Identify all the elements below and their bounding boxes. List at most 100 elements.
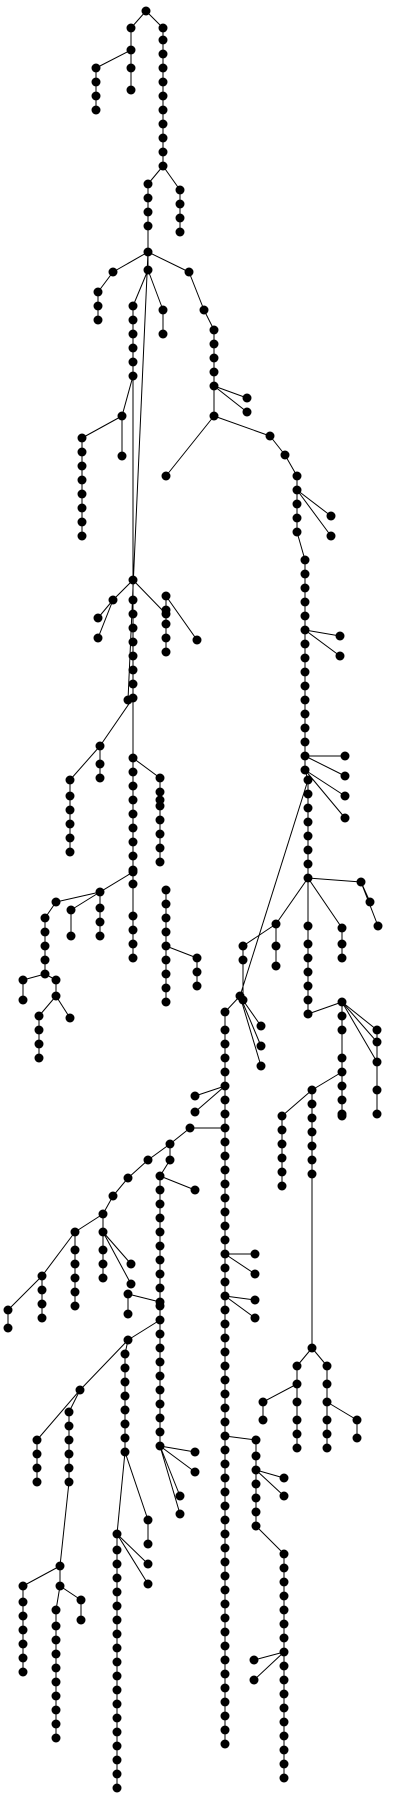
tree-node — [18, 1625, 28, 1635]
tree-node — [75, 1385, 85, 1395]
tree-node — [143, 1579, 153, 1589]
tree-node — [128, 939, 138, 949]
tree-node — [112, 1713, 122, 1723]
tree-node — [220, 1221, 230, 1231]
tree-node — [123, 1289, 133, 1299]
tree-node — [158, 329, 168, 339]
tree-edge — [132, 269, 149, 307]
tree-node — [51, 991, 61, 1001]
tree-edge — [281, 1089, 313, 1117]
tree-edge — [194, 1085, 226, 1097]
tree-node — [128, 953, 138, 963]
tree-node — [141, 6, 151, 16]
tree-node — [209, 381, 219, 391]
tree-node — [307, 1141, 317, 1151]
tree-node — [65, 805, 75, 815]
tree-edge — [326, 1401, 358, 1421]
tree-node — [95, 903, 105, 913]
tree-node — [326, 531, 336, 541]
tree-node — [300, 667, 310, 677]
tree-edge — [224, 1295, 256, 1301]
tree-edge — [159, 1445, 181, 1515]
tree-node — [184, 267, 194, 277]
tree-node — [112, 1671, 122, 1681]
tree-node — [279, 1577, 289, 1587]
tree-node — [112, 1699, 122, 1709]
tree-edge — [127, 1319, 161, 1341]
tree-node — [279, 1773, 289, 1783]
tree-edge — [304, 629, 341, 657]
tree-node — [128, 767, 138, 777]
tree-node — [128, 781, 138, 791]
tree-edge — [159, 1175, 196, 1191]
tree-node — [64, 1477, 74, 1487]
tree-node — [303, 817, 313, 827]
tree-node — [161, 633, 171, 643]
tree-node — [34, 1011, 44, 1021]
tree-edge — [36, 1389, 81, 1441]
tree-node — [220, 1123, 230, 1133]
tree-node — [18, 1597, 28, 1607]
tree-edge — [159, 1445, 196, 1453]
tree-node — [322, 1443, 332, 1453]
tree-node — [303, 831, 313, 841]
tree-edges — [7, 10, 379, 1788]
tree-node — [158, 147, 168, 157]
tree-node — [66, 905, 76, 915]
tree-node — [220, 1291, 230, 1301]
tree-node — [155, 1185, 165, 1195]
tree-edge — [304, 629, 341, 637]
tree-node — [303, 1009, 313, 1019]
tree-node — [185, 1123, 195, 1133]
tree-edge — [239, 995, 262, 1067]
tree-node — [209, 353, 219, 363]
tree-node — [161, 591, 171, 601]
tree-node — [209, 411, 219, 421]
tree-node — [65, 1013, 75, 1023]
tree-node — [303, 859, 313, 869]
tree-node — [372, 1109, 382, 1119]
tree-node — [340, 751, 350, 761]
tree-edge — [239, 779, 309, 997]
tree-edge — [97, 599, 114, 639]
tree-node — [51, 1605, 61, 1615]
tree-node — [155, 1329, 165, 1339]
tree-node — [279, 1661, 289, 1671]
tree-node — [307, 1155, 317, 1165]
tree-node — [91, 63, 101, 73]
tree-node — [120, 1363, 130, 1373]
tree-node — [65, 819, 75, 829]
tree-node — [77, 489, 87, 499]
tree-node — [279, 1717, 289, 1727]
tree-node — [337, 1095, 347, 1105]
tree-node — [161, 471, 171, 481]
tree-node — [143, 265, 153, 275]
tree-node — [300, 709, 310, 719]
tree-node — [220, 1487, 230, 1497]
tree-node — [220, 1417, 230, 1427]
tree-node — [307, 1113, 317, 1123]
tree-node — [220, 1039, 230, 1049]
tree-node — [337, 1025, 347, 1035]
tree-node — [77, 503, 87, 513]
tree-edge — [224, 1253, 256, 1275]
tree-node — [300, 569, 310, 579]
tree-node — [220, 1095, 230, 1105]
tree-node — [34, 1039, 44, 1049]
tree-node — [128, 925, 138, 935]
tree-edge — [255, 1469, 285, 1497]
tree-node — [158, 23, 168, 33]
tree-node — [192, 981, 202, 991]
tree-node — [337, 939, 347, 949]
tree-node — [64, 1421, 74, 1431]
tree-node — [117, 411, 127, 421]
tree-node — [220, 1403, 230, 1413]
tree-node — [158, 305, 168, 315]
tree-node — [155, 1399, 165, 1409]
tree-node — [161, 647, 171, 657]
tree-edge — [304, 769, 346, 797]
tree-node — [161, 605, 171, 615]
tree-node — [300, 723, 310, 733]
tree-node — [155, 1199, 165, 1209]
tree-node — [220, 1151, 230, 1161]
